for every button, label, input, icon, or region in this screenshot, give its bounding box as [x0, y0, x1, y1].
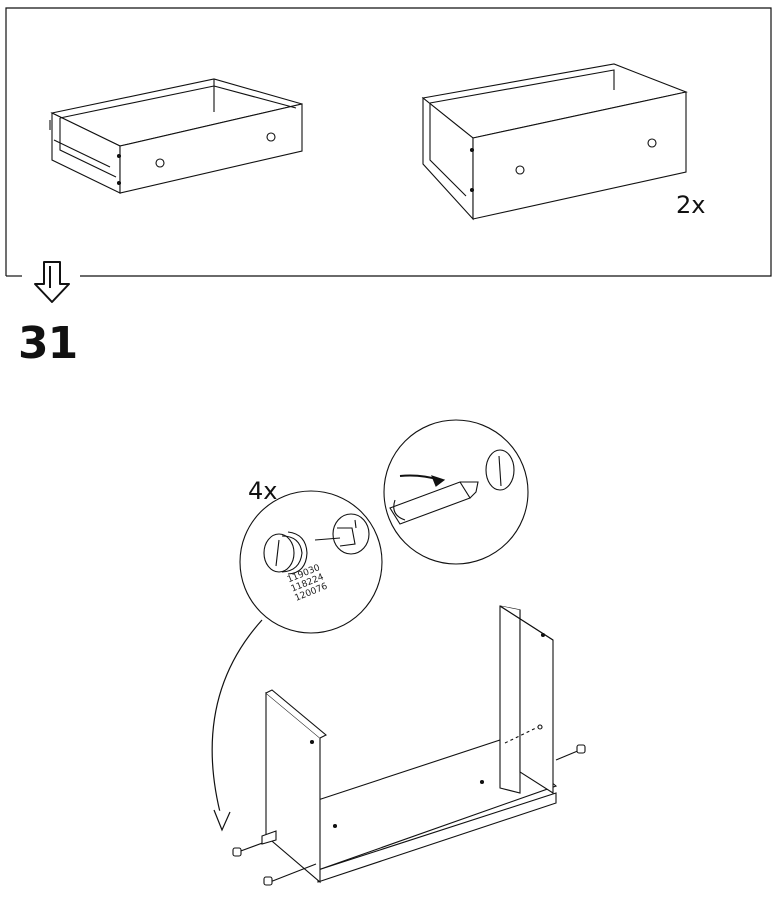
previous-step-frame: [5, 7, 772, 277]
quantity-label-2x: 2x: [676, 191, 706, 219]
down-arrow-icon: [34, 261, 70, 303]
screwdriver-detail-circle: [383, 419, 529, 565]
step-number: 31: [18, 318, 78, 369]
drawer-left: [49, 78, 303, 194]
fitting-detail-circle: [239, 490, 383, 634]
frame-assembly: [232, 605, 586, 886]
detail-pointer: [211, 619, 263, 832]
quantity-label-4x: 4x: [248, 477, 278, 505]
drawer-right: [421, 63, 688, 221]
